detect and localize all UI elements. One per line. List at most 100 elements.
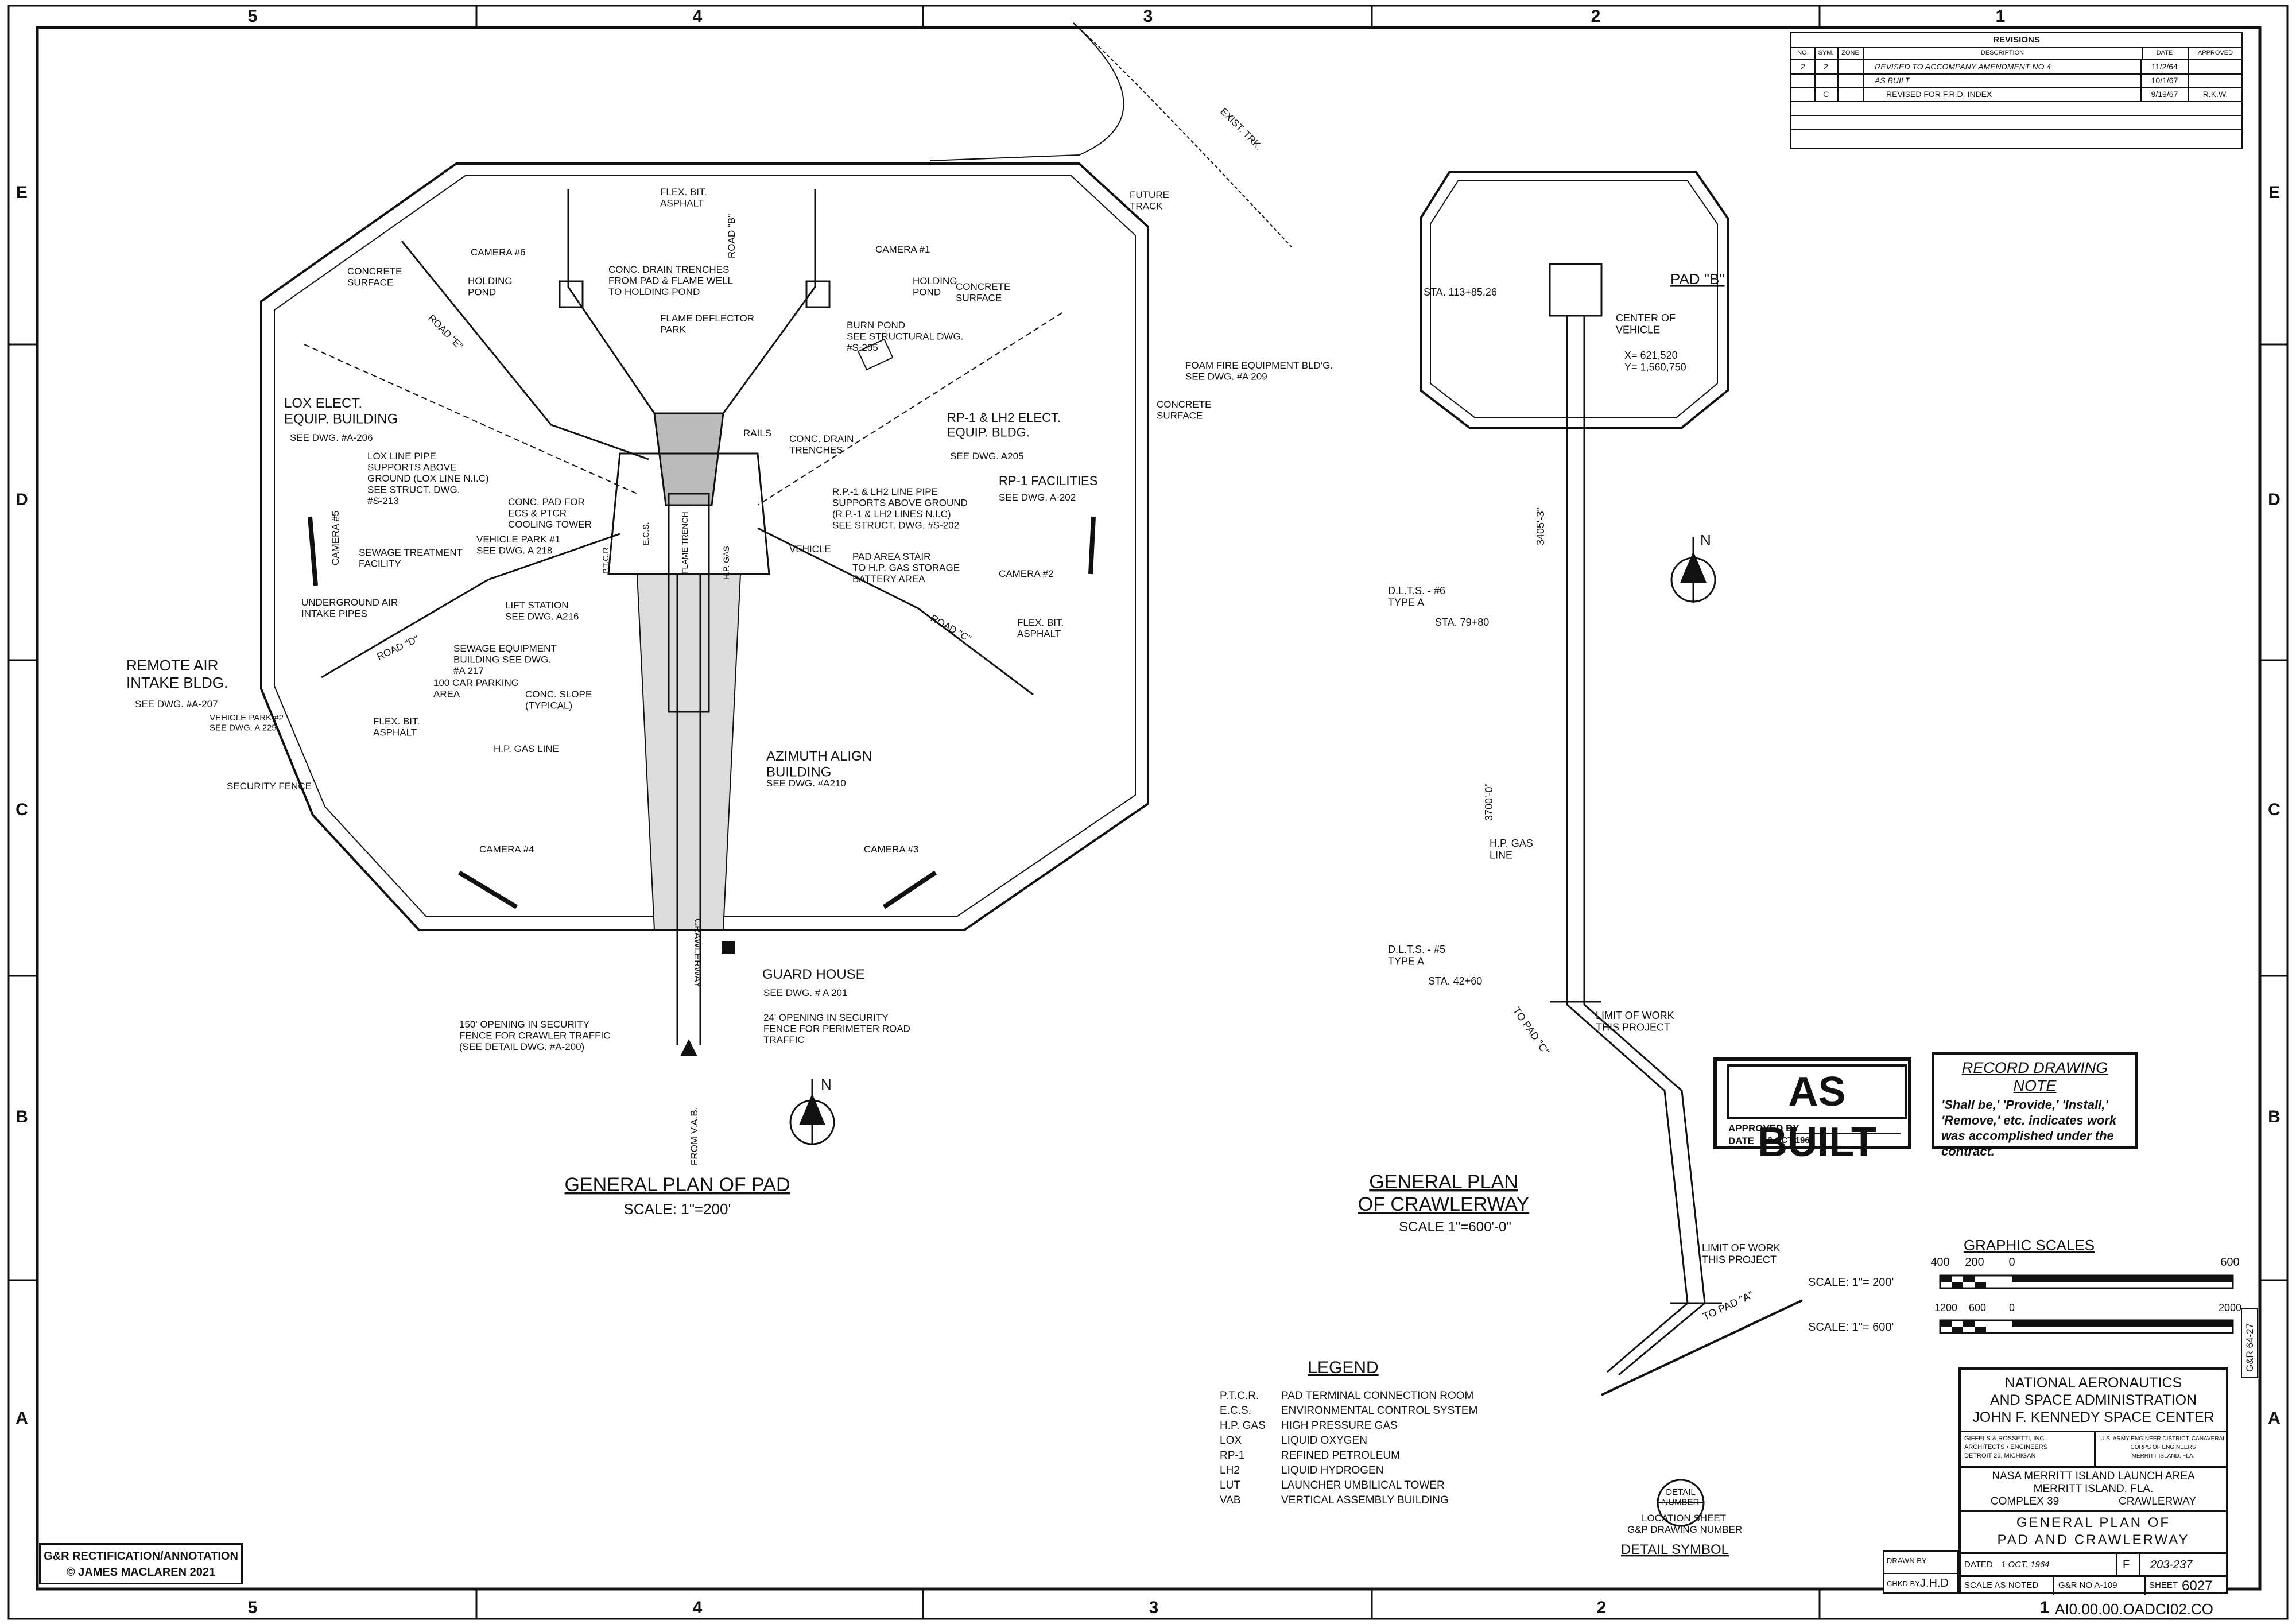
crawlerway-bend-1 <box>1566 1003 1689 1373</box>
gr-side-stamp <box>2241 1308 2258 1378</box>
title-block: NATIONAL AERONAUTICS AND SPACE ADMINISTR… <box>1958 1367 2228 1595</box>
rev-cell-sym: C <box>1814 87 1839 101</box>
label-foam-fire: FOAM FIRE EQUIPMENT BLD'G.SEE DWG. #A 20… <box>1185 360 1333 382</box>
legend-abbr-7: VAB <box>1220 1494 1241 1506</box>
tb-project3-left: COMPLEX 39 <box>1990 1495 2060 1507</box>
rp1-line <box>757 312 1062 506</box>
legend-title: LEGEND <box>1308 1358 1378 1377</box>
legend-desc-1: ENVIRONMENTAL CONTROL SYSTEM <box>1281 1405 1477 1417</box>
camera2-pad <box>1088 516 1096 575</box>
rev-cell-zone <box>1837 73 1864 87</box>
label-rails: RAILS <box>743 428 771 439</box>
outer-border <box>7 5 2289 1620</box>
label-conc-slope: CONC. SLOPE(TYPICAL) <box>525 689 592 711</box>
pad-b-hardstand <box>1549 263 1603 317</box>
col-label-5-bottom: 5 <box>248 1598 258 1617</box>
crawler-slope <box>636 573 742 931</box>
tb-row-firms: GIFFELS & ROSSETTI, INC. ARCHITECTS • EN… <box>1961 1431 2226 1468</box>
tb-divider <box>2139 1554 2140 1577</box>
crawlerway-plan <box>1420 171 1803 1396</box>
label-sta-42: STA. 42+60 <box>1428 975 1482 987</box>
label-rp1-elect-see: SEE DWG. A205 <box>950 451 1024 462</box>
gr-rectification-box: G&R RECTIFICATION/ANNOTATION © JAMES MAC… <box>39 1543 243 1584</box>
scale1-tick-3: 600 <box>2220 1256 2239 1269</box>
tb-size: F <box>2123 1559 2130 1571</box>
detail-symbol-line1: LOCATION SHEET <box>1642 1513 1726 1524</box>
legend-desc-4: REFINED PETROLEUM <box>1281 1449 1400 1462</box>
legend-abbr-1: E.C.S. <box>1220 1405 1251 1417</box>
tb-checked-val: J.H.D <box>1920 1577 1949 1590</box>
label-from-vab: FROM V.A.B. <box>689 1107 700 1165</box>
tb-sheet-label: SHEET <box>2149 1580 2178 1590</box>
row-label-E-right: E <box>2268 183 2280 202</box>
drain-trench-left <box>567 189 656 414</box>
label-sta-113: STA. 113+85.26 <box>1424 286 1497 298</box>
label-sta-79: STA. 79+80 <box>1435 617 1489 628</box>
tb-drawn-by: DRAWN BY <box>1887 1556 1927 1565</box>
scale2-tick-3: 2000 <box>2219 1302 2241 1313</box>
tb-row-project: NASA MERRITT ISLAND LAUNCH AREA MERRITT … <box>1961 1466 2226 1513</box>
pad-plan-title: GENERAL PLAN OF PAD <box>565 1174 790 1196</box>
rev-cell-approved <box>2188 60 2243 73</box>
crawlerway-scale: SCALE 1"=600'-0" <box>1399 1219 1511 1235</box>
row-label-E: E <box>16 183 28 202</box>
legend-desc-0: PAD TERMINAL CONNECTION ROOM <box>1281 1390 1473 1402</box>
row-label-D-right: D <box>2268 490 2281 509</box>
flame-trench <box>668 493 710 713</box>
detail-symbol-line2: G&P DRAWING NUMBER <box>1627 1524 1742 1535</box>
label-to-pad-c: TO PAD "C" <box>1511 1005 1552 1057</box>
scale1-tick-1: 200 <box>1965 1256 1984 1269</box>
rev-cell-date: 11/2/64 <box>2142 60 2189 73</box>
label-camera4: CAMERA #4 <box>479 844 534 855</box>
gr-side-stamp-text: G&R 64-27 <box>2244 1323 2255 1372</box>
col-label-4-bottom: 4 <box>693 1598 703 1617</box>
label-exist-trk: EXIST. TRK. <box>1218 106 1265 152</box>
revision-row-empty <box>1791 115 2241 130</box>
rev-cell-sym <box>1814 73 1839 87</box>
legend-abbr-2: H.P. GAS <box>1220 1420 1266 1432</box>
north-label-pad: N <box>821 1076 832 1093</box>
label-hp-gas-line: H.P. GAS LINE <box>494 743 559 754</box>
row-label-C-right: C <box>2268 800 2281 819</box>
label-flex-bit-asphalt-top: FLEX. BIT.ASPHALT <box>660 187 707 209</box>
legend-abbr-5: LH2 <box>1220 1464 1240 1476</box>
label-camera2: CAMERA #2 <box>999 568 1053 579</box>
rev-cell-no <box>1791 87 1816 101</box>
label-road-e: ROAD "E" <box>426 312 465 351</box>
tb-scale: SCALE AS NOTED <box>1964 1580 2039 1590</box>
pad-plan-scale: SCALE: 1"=200' <box>624 1200 731 1218</box>
row-label-D: D <box>15 490 28 509</box>
rev-cell-approved: R.K.W. <box>2202 90 2228 99</box>
rev-cell-desc: AS BUILT <box>1863 73 2142 87</box>
label-remote-air-see: SEE DWG. #A-207 <box>135 699 218 710</box>
rev-cell-sym: 2 <box>1814 60 1839 73</box>
rev-header-sym: SYM. <box>1814 47 1839 59</box>
as-built-text: AS BUILT <box>1727 1064 1907 1165</box>
scale2-label: SCALE: 1"= 600' <box>1808 1321 1894 1334</box>
label-rp1-facilities: RP-1 FACILITIES <box>999 474 1097 488</box>
road-e-line <box>401 241 649 460</box>
revisions-table: REVISIONS NO. SYM. ZONE DESCRIPTION DATE… <box>1790 32 2243 149</box>
legend-abbr-6: LUT <box>1220 1479 1240 1491</box>
drawing-id: AI0.00.00.OADCI02.CO <box>2055 1600 2213 1618</box>
revision-row: C REVISED FOR F.R.D. INDEX 9/19/67 R.K.W… <box>1791 87 2241 102</box>
row-label-A: A <box>15 1409 28 1428</box>
label-camera5: CAMERA #5 <box>330 511 341 565</box>
